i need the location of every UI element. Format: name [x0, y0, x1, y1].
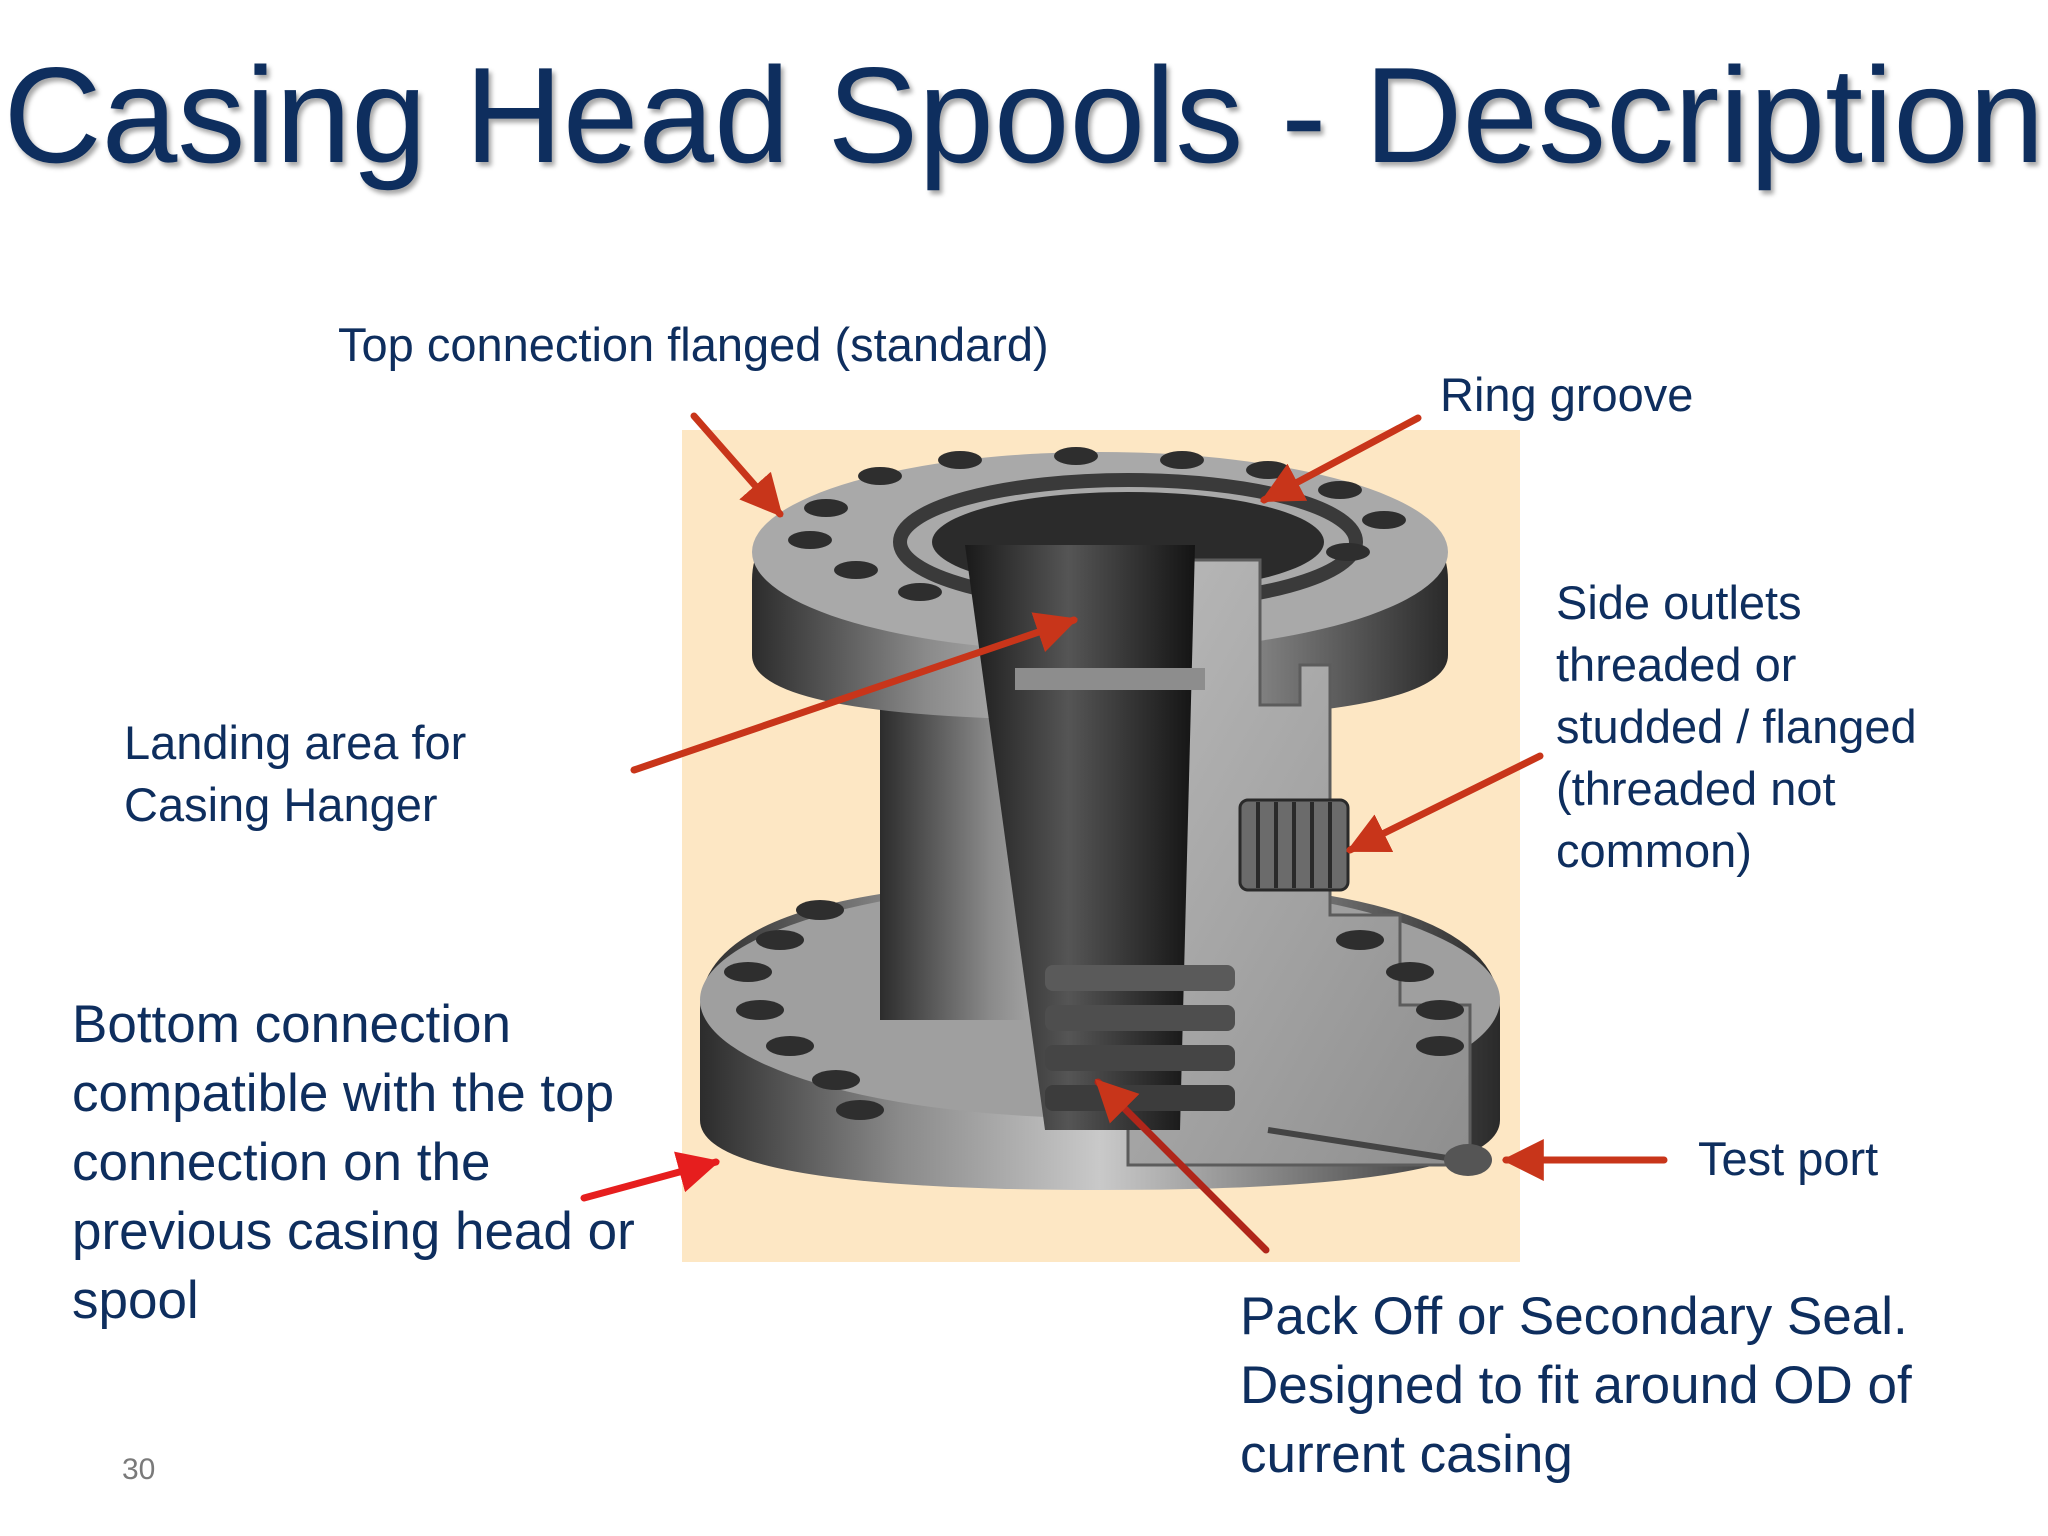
casing-head-spool-illustration — [700, 447, 1500, 1190]
arrow-ring-groove — [1260, 414, 1422, 504]
label-ring-groove: Ring groove — [1440, 368, 1694, 421]
label-side-outlets-line: studded / flanged — [1556, 700, 1917, 753]
arrow-top-connection — [690, 412, 784, 518]
label-bottom-connection-line: connection on the — [72, 1133, 491, 1192]
label-side-outlets: Side outlets threaded or studded / flang… — [1556, 572, 1917, 882]
arrow-pack-off — [1094, 1078, 1270, 1254]
label-top-connection: Top connection flanged (standard) — [338, 318, 1049, 371]
arrow-landing-area — [630, 612, 1078, 774]
label-side-outlets-line: threaded or — [1556, 638, 1797, 691]
label-landing-area-line: Landing area for — [124, 716, 467, 769]
slide-number: 30 — [122, 1453, 156, 1486]
label-bottom-connection-line: previous casing head or — [72, 1202, 635, 1261]
label-side-outlets-line: Side outlets — [1556, 576, 1802, 629]
label-bottom-connection-line: Bottom connection — [72, 995, 511, 1054]
label-bottom-connection-line: compatible with the top — [72, 1064, 615, 1123]
label-side-outlets-line: (threaded not — [1556, 762, 1836, 815]
label-bottom-connection-line: spool — [72, 1271, 199, 1330]
arrow-side-outlets — [1346, 752, 1544, 854]
label-landing-area: Landing area for Casing Hanger — [124, 712, 466, 836]
label-pack-off: Pack Off or Secondary Seal. Designed to … — [1240, 1282, 1912, 1489]
label-pack-off-line: Pack Off or Secondary Seal. — [1240, 1287, 1908, 1346]
label-side-outlets-line: common) — [1556, 824, 1752, 877]
arrow-bottom-connection — [580, 1151, 721, 1202]
label-bottom-connection: Bottom connection compatible with the to… — [72, 990, 635, 1335]
label-test-port: Test port — [1698, 1132, 1879, 1185]
label-pack-off-line: Designed to fit around OD of — [1240, 1356, 1912, 1415]
label-landing-area-line: Casing Hanger — [124, 778, 438, 831]
callout-arrows — [580, 412, 1668, 1254]
label-pack-off-line: current casing — [1240, 1425, 1573, 1484]
slide-title: Casing Head Spools - Description — [3, 39, 2045, 191]
